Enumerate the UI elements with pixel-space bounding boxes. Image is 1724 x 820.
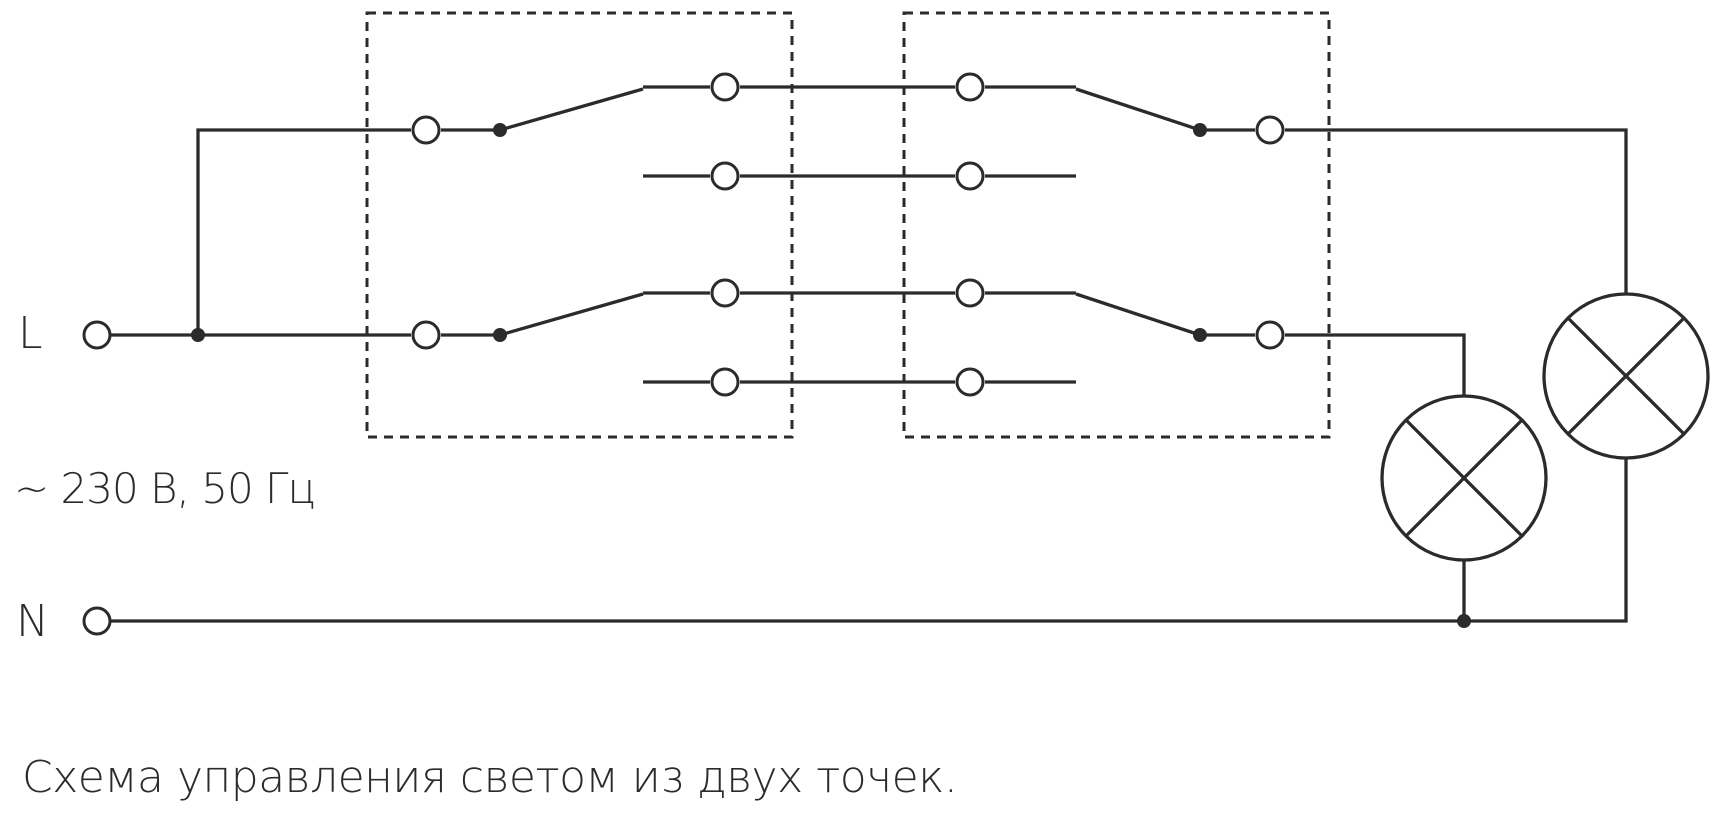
- wire-to-lamp-1: [1285, 333, 1466, 396]
- lamp-1: [1380, 394, 1548, 562]
- neutral-label: N: [16, 596, 49, 647]
- terminals: [82, 72, 1285, 636]
- sw1-contact-4: [710, 367, 740, 397]
- junction-n: [1457, 614, 1471, 628]
- wires: [111, 85, 1628, 623]
- wire-neutral: [111, 459, 1628, 623]
- sw1-contact-1: [710, 72, 740, 102]
- supply-voltage-label: ~ 230 В, 50 Гц: [14, 464, 316, 513]
- junction-l: [191, 328, 205, 342]
- junction-dots: [191, 123, 1471, 628]
- lamp-2: [1542, 292, 1710, 460]
- sw1-lower-lever: [499, 292, 644, 337]
- sw2-contact-2: [955, 161, 985, 191]
- sw2-contact-4: [955, 367, 985, 397]
- terminal-n: [82, 606, 112, 636]
- sw1-upper-lever: [499, 87, 644, 132]
- switch-1-housing: [365, 11, 794, 439]
- sw1-terminal-lower: [411, 320, 441, 350]
- sw2-contact-3: [955, 278, 985, 308]
- sw1-upper-pivot: [493, 123, 507, 137]
- diagram-caption: Схема управления светом из двух точек.: [22, 752, 958, 803]
- sw2-terminal-upper: [1255, 115, 1285, 145]
- sw2-terminal-lower: [1255, 320, 1285, 350]
- sw2-contact-1: [955, 72, 985, 102]
- wire-to-lamp-2: [1285, 128, 1628, 294]
- sw2-upper-pivot: [1193, 123, 1207, 137]
- sw1-contact-3: [710, 278, 740, 308]
- switch-2-housing: [902, 11, 1331, 439]
- sw2-lower-pivot: [1193, 328, 1207, 342]
- wire-l-upper-branch: [196, 128, 411, 335]
- sw2-lower-lever: [1075, 292, 1201, 337]
- sw1-lower-pivot: [493, 328, 507, 342]
- line-label: L: [18, 308, 43, 359]
- sw2-upper-lever: [1075, 87, 1201, 132]
- sw1-terminal-upper: [411, 115, 441, 145]
- terminal-l: [82, 320, 112, 350]
- sw1-contact-2: [710, 161, 740, 191]
